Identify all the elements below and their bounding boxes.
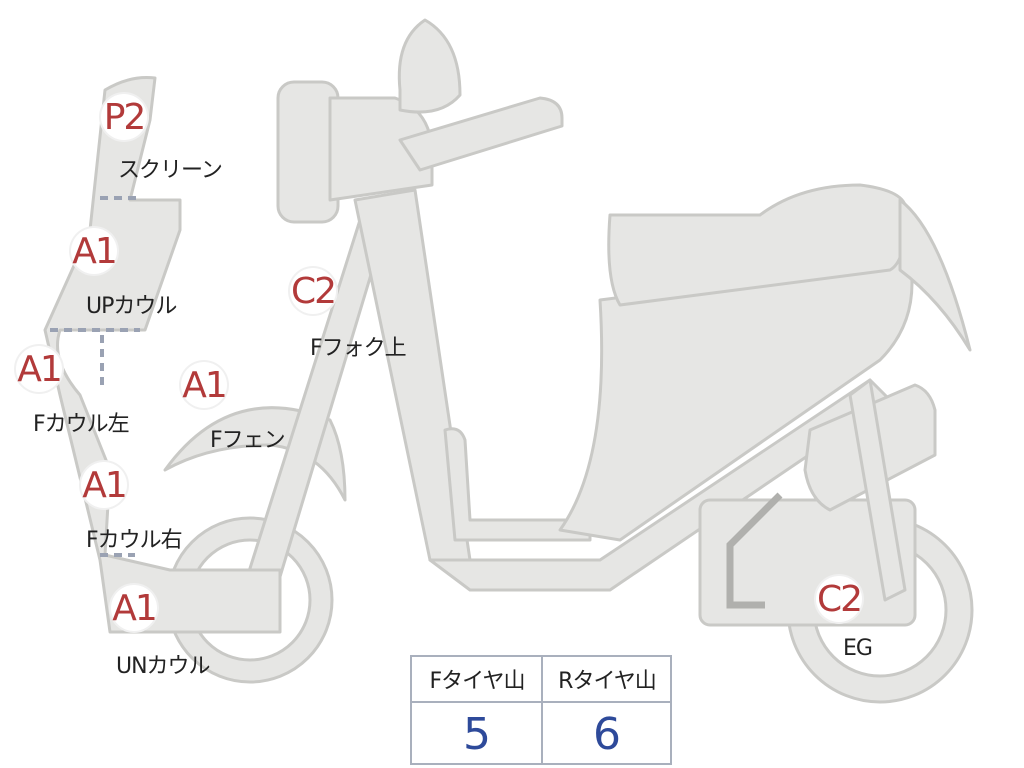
label-f-cowl-left: Fカウル左 <box>33 412 130 437</box>
code-badge-f-cowl-left: A1 <box>16 346 63 392</box>
rear-body <box>558 258 914 542</box>
hose <box>726 492 783 609</box>
rear-tire-header: Rタイヤ山 <box>542 657 672 703</box>
label-f-cowl-right: Fカウル右 <box>86 528 183 553</box>
windshield <box>397 18 462 114</box>
code-badge-un-cowl: A1 <box>111 585 158 631</box>
front-tire-value: 5 <box>463 708 491 760</box>
code-badge-eg: C2 <box>816 576 863 622</box>
label-f-fork-up: Fフォク上 <box>310 336 407 361</box>
code-badge-f-fork-up: C2 <box>290 268 337 314</box>
label-un-cowl: UNカウル <box>116 654 211 679</box>
code-badge-up-cowl: A1 <box>71 228 118 274</box>
front-tire-header: Fタイヤ山 <box>412 657 542 703</box>
label-up-cowl: UPカウル <box>86 294 177 319</box>
code-badge-f-cowl-right: A1 <box>81 462 128 508</box>
label-screen: スクリーン <box>118 158 223 183</box>
label-eg: EG <box>843 636 873 661</box>
table-divider <box>541 657 543 763</box>
tail-cowl <box>898 198 972 352</box>
code-badge-screen: P2 <box>101 94 147 140</box>
label-f-fender: Fフェン <box>210 428 286 453</box>
tire-tread-table: Fタイヤ山 Rタイヤ山 5 6 <box>410 655 672 765</box>
rear-shock <box>848 378 907 602</box>
rear-tire-value: 6 <box>593 708 621 760</box>
handlebar <box>398 96 564 172</box>
code-badge-f-fender: A1 <box>181 362 228 408</box>
